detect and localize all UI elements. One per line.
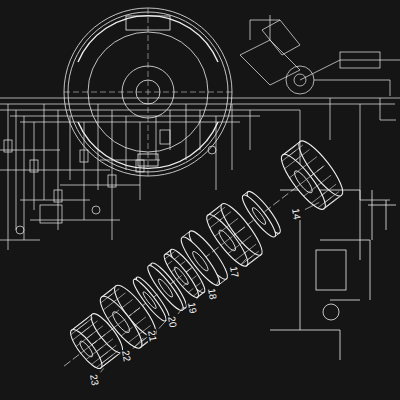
gear-part <box>275 136 348 214</box>
gear-part <box>94 280 162 353</box>
leader-line <box>216 279 219 285</box>
shaft-axis <box>64 165 325 366</box>
callout-number: 14 <box>290 207 302 222</box>
callout-number: 18 <box>206 287 218 302</box>
brake-drum <box>64 8 232 176</box>
leader-line <box>305 202 319 209</box>
callout-number: 19 <box>186 301 198 316</box>
callout-number: 21 <box>146 329 158 344</box>
leader-line <box>197 295 199 299</box>
wiring-schematic <box>0 98 400 250</box>
gear-part <box>201 199 267 270</box>
callout-number: 20 <box>166 315 178 330</box>
gear-part <box>238 188 284 240</box>
leader-line <box>100 368 103 372</box>
support-frame <box>270 190 396 360</box>
callout-number: 17 <box>228 265 240 280</box>
leader-line <box>241 259 247 265</box>
callout-number: 22 <box>120 349 132 364</box>
exploded-gearbox-shaft <box>43 136 348 393</box>
leader-line <box>133 338 143 349</box>
leader-line <box>178 307 183 314</box>
callout-number: 23 <box>88 373 100 388</box>
engine-piston-assembly <box>240 15 400 96</box>
